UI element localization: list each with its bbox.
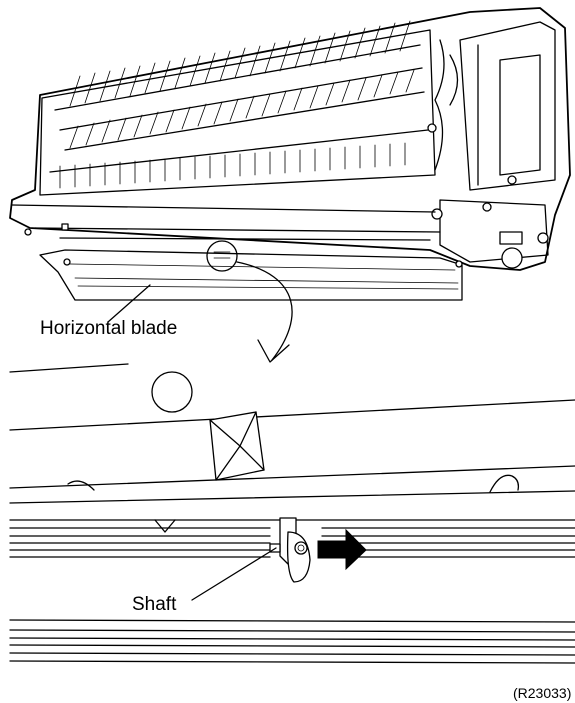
indoor-unit-illustration bbox=[9, 7, 571, 301]
round-boss bbox=[151, 371, 193, 413]
fin-hatching bbox=[59, 20, 415, 189]
arrow-right-icon bbox=[317, 528, 367, 571]
square-boss bbox=[209, 411, 265, 481]
shaft-label: Shaft bbox=[132, 594, 177, 615]
detail-circle bbox=[206, 240, 238, 272]
reference-code: (R23033) bbox=[513, 685, 571, 701]
horizontal-blade-leader bbox=[107, 284, 151, 323]
blade-upper-stripes bbox=[9, 519, 575, 558]
horizontal-blade-label: Horizontal blade bbox=[40, 318, 177, 339]
enlarged-detail bbox=[9, 363, 575, 664]
blade-lower-stripes bbox=[9, 619, 575, 664]
shaft-leader bbox=[191, 547, 277, 601]
curved-arrow-icon bbox=[236, 261, 293, 363]
shaft-bearing bbox=[269, 517, 311, 583]
